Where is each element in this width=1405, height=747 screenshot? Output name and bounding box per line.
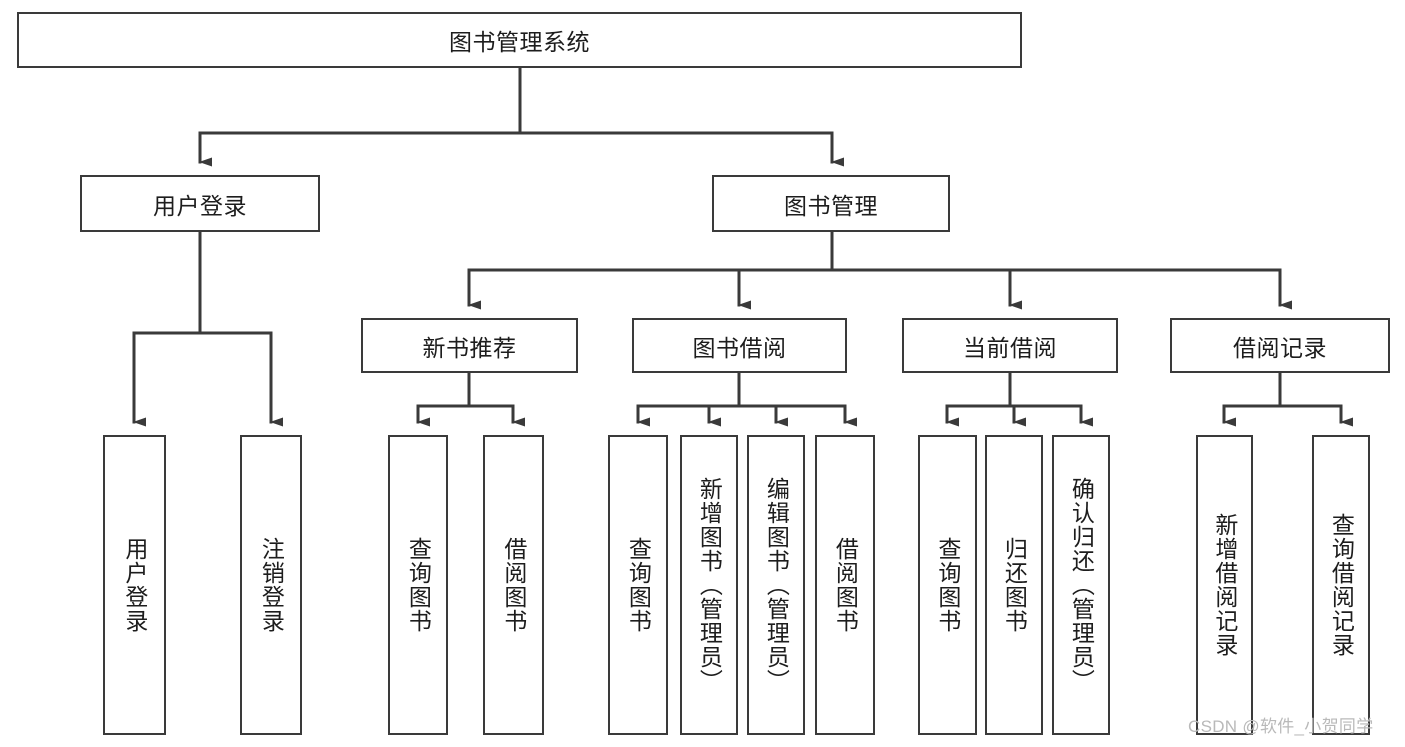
node-label: 查询图书: [934, 537, 961, 633]
node-book-management-system[interactable]: 图书管理系统: [17, 12, 1022, 68]
node-label: 借阅图书: [832, 537, 859, 633]
node-label: 当前借阅: [963, 334, 1057, 361]
node-leaf-return-book[interactable]: 归还图书: [985, 435, 1043, 735]
node-label: 查询借阅记录: [1328, 513, 1355, 657]
node-label: 查询图书: [625, 537, 652, 633]
node-leaf-add-book-admin[interactable]: 新增图书（管理员）: [680, 435, 738, 735]
node-label: 借阅图书: [500, 537, 527, 633]
node-book-borrow[interactable]: 图书借阅: [632, 318, 847, 373]
node-label: 借阅记录: [1233, 334, 1327, 361]
node-label: 注销登录: [258, 537, 285, 633]
node-leaf-borrow-book-2[interactable]: 借阅图书: [815, 435, 875, 735]
node-leaf-confirm-return-admin[interactable]: 确认归还（管理员）: [1052, 435, 1110, 735]
node-label: 新增图书（管理员）: [696, 477, 723, 693]
node-label: 查询图书: [405, 537, 432, 633]
node-label: 图书借阅: [692, 334, 787, 361]
node-label: 图书管理系统: [449, 29, 590, 55]
node-leaf-query-book-3[interactable]: 查询图书: [918, 435, 977, 735]
node-current-borrow[interactable]: 当前借阅: [902, 318, 1118, 373]
node-user-login[interactable]: 用户登录: [80, 175, 320, 232]
node-label: 归还图书: [1001, 537, 1028, 633]
node-leaf-borrow-book-1[interactable]: 借阅图书: [483, 435, 544, 735]
node-leaf-edit-book-admin[interactable]: 编辑图书（管理员）: [747, 435, 805, 735]
node-borrow-record[interactable]: 借阅记录: [1170, 318, 1390, 373]
node-label: 图书管理: [784, 192, 878, 219]
node-label: 用户登录: [121, 537, 148, 633]
node-leaf-query-book-1[interactable]: 查询图书: [388, 435, 448, 735]
node-leaf-add-borrow-record[interactable]: 新增借阅记录: [1196, 435, 1253, 735]
node-leaf-query-borrow-record[interactable]: 查询借阅记录: [1312, 435, 1370, 735]
node-leaf-query-book-2[interactable]: 查询图书: [608, 435, 668, 735]
node-label: 新书推荐: [422, 334, 517, 361]
node-leaf-user-login[interactable]: 用户登录: [103, 435, 166, 735]
node-label: 新增借阅记录: [1211, 513, 1238, 657]
node-new-book-recommend[interactable]: 新书推荐: [361, 318, 578, 373]
node-leaf-logout[interactable]: 注销登录: [240, 435, 302, 735]
watermark: CSDN @软件_小贺同学: [1188, 717, 1374, 736]
node-label: 确认归还（管理员）: [1068, 477, 1095, 693]
node-label: 编辑图书（管理员）: [763, 477, 790, 693]
node-book-management[interactable]: 图书管理: [712, 175, 950, 232]
node-label: 用户登录: [153, 192, 247, 219]
